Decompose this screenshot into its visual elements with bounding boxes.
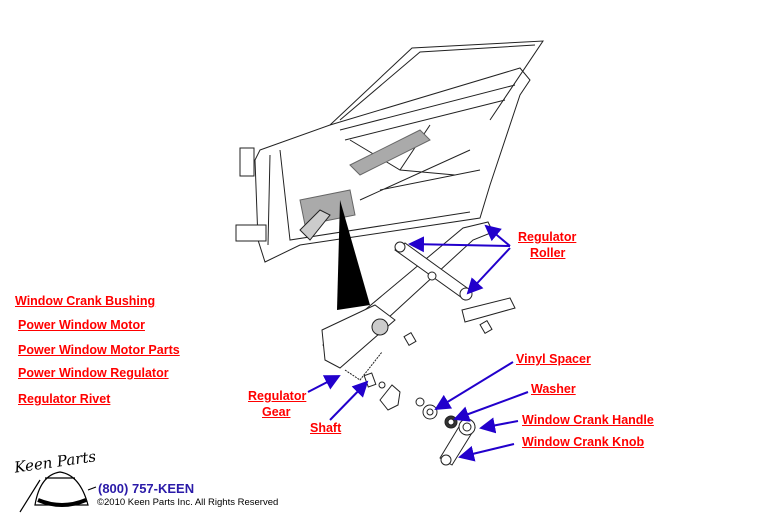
link-power-window-motor-parts[interactable]: Power Window Motor Parts — [18, 343, 180, 357]
link-vinyl-spacer[interactable]: Vinyl Spacer — [516, 352, 591, 366]
copyright: ©2010 Keen Parts Inc. All Rights Reserve… — [97, 497, 279, 508]
callout-arrows — [307, 224, 529, 462]
link-window-crank-bushing[interactable]: Window Crank Bushing — [15, 294, 156, 308]
link-washer[interactable]: Washer — [531, 382, 576, 396]
regulator-drawing — [321, 221, 516, 466]
link-regulator-roller-line2[interactable]: Roller — [530, 246, 566, 260]
link-window-crank-knob[interactable]: Window Crank Knob — [522, 435, 645, 449]
link-window-crank-handle[interactable]: Window Crank Handle — [522, 413, 654, 427]
link-power-window-motor[interactable]: Power Window Motor — [18, 318, 145, 332]
link-regulator-rivet[interactable]: Regulator Rivet — [18, 392, 111, 406]
phone-number: (800) 757-KEEN — [98, 481, 195, 496]
link-regulator-gear-line2[interactable]: Gear — [262, 405, 291, 419]
door-drawing — [235, 40, 544, 263]
link-regulator-gear-line1[interactable]: Regulator — [248, 389, 307, 403]
detail-pointer — [337, 200, 370, 310]
keen-parts-logo-car — [19, 471, 97, 513]
link-power-window-regulator[interactable]: Power Window Regulator — [18, 366, 169, 380]
link-shaft[interactable]: Shaft — [310, 421, 342, 435]
link-regulator-roller-line1[interactable]: Regulator — [518, 230, 577, 244]
